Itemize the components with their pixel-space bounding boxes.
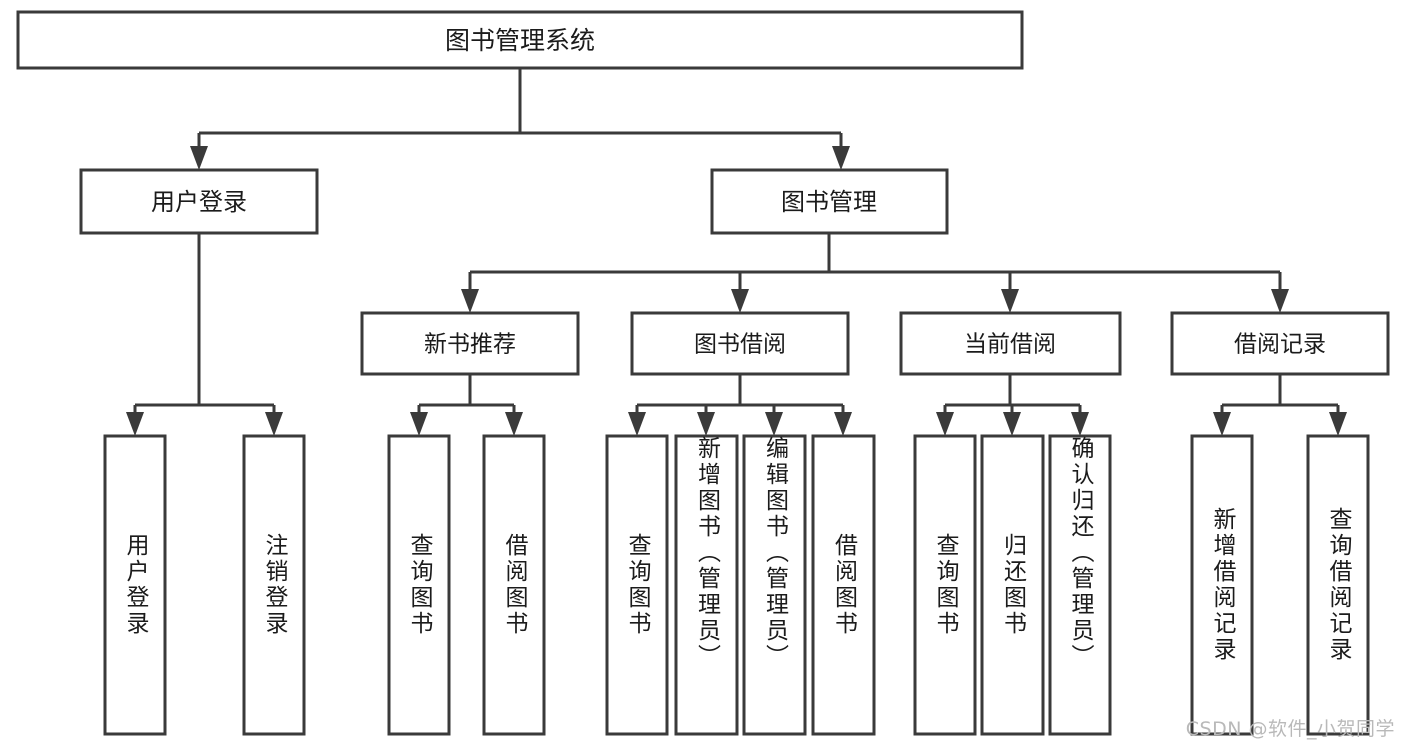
leaf-box-edit-book-admin[interactable] [742,434,807,736]
connector-newbook-to-leaves [410,374,523,436]
leaf-box-add-record[interactable] [1190,434,1254,736]
leaf-boxes [103,434,1370,736]
node-user-login[interactable]: 用户登录 [79,168,319,235]
leaf-box-query-book-current[interactable] [913,434,977,736]
node-book-borrow[interactable]: 图书借阅 [630,311,850,376]
leaf-box-confirm-return-admin[interactable] [1048,434,1112,736]
connector-record-to-leaves [1213,374,1347,436]
leaf-box-query-record[interactable] [1306,434,1370,736]
connector-borrow-to-leaves [628,374,852,436]
connector-current-to-leaves [936,374,1089,436]
node-book-borrow-label: 图书借阅 [694,332,786,358]
leaf-box-return-book[interactable] [980,434,1045,736]
connector-root-to-level2 [190,68,850,170]
node-borrow-record-label: 借阅记录 [1234,332,1326,358]
connector-userlogin-to-leaves [126,233,283,436]
node-current-borrow[interactable]: 当前借阅 [899,311,1122,376]
leaf-box-borrow-book-rec[interactable] [482,434,546,736]
leaf-box-borrow-book[interactable] [811,434,876,736]
node-root[interactable]: 图书管理系统 [16,10,1024,70]
node-user-login-label: 用户登录 [151,188,247,216]
node-borrow-record[interactable]: 借阅记录 [1170,311,1390,376]
node-new-book-recommend-label: 新书推荐 [424,332,516,358]
node-book-management-label: 图书管理 [781,188,877,216]
node-book-management[interactable]: 图书管理 [710,168,949,235]
leaf-box-add-book-admin[interactable] [674,434,739,736]
node-new-book-recommend[interactable]: 新书推荐 [360,311,580,376]
leaf-box-logout[interactable] [242,434,306,736]
leaf-box-query-book-rec[interactable] [387,434,451,736]
node-current-borrow-label: 当前借阅 [964,332,1056,358]
leaf-box-user-login[interactable] [103,434,167,736]
watermark: CSDN @软件_小贺同学 [1185,718,1395,740]
leaf-box-query-book-borrow[interactable] [605,434,669,736]
node-root-label: 图书管理系统 [445,26,595,55]
connector-bookmgmt-to-level3 [461,233,1289,313]
